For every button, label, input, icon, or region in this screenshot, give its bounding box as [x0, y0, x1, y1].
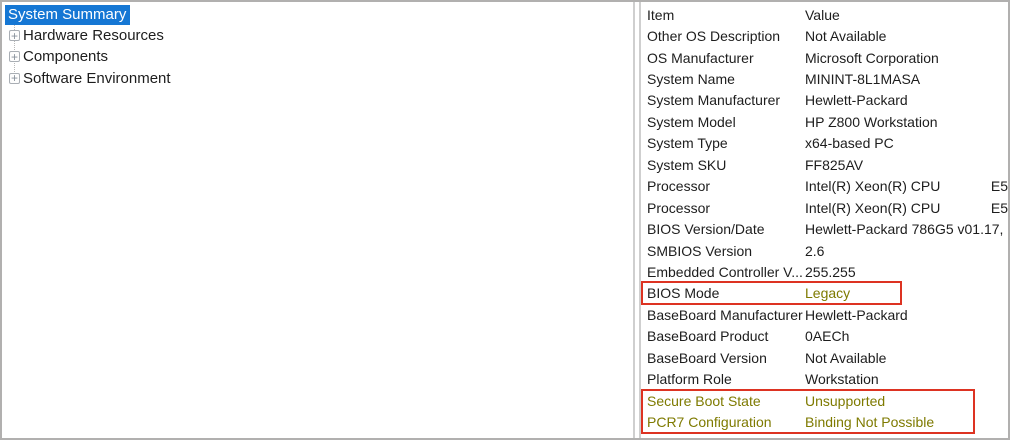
detail-item-label: BaseBoard Version [647, 349, 767, 366]
detail-row-processor[interactable]: Processor Intel(R) Xeon(R) CPU E5506 [641, 176, 1008, 197]
detail-item-value: x64-based PC [805, 135, 894, 152]
value-column-header: Value [805, 6, 840, 23]
detail-row-baseboard-manufacturer[interactable]: BaseBoard Manufacturer Hewlett-Packard [641, 304, 1008, 325]
item-column-header: Item [647, 6, 675, 23]
detail-item-label: OS Manufacturer [647, 49, 754, 66]
detail-row-other-os-description[interactable]: Other OS Description Not Available [641, 25, 1008, 46]
category-tree-pane: System Summary + Hardware Resources + Co… [2, 2, 635, 438]
detail-item-label: Embedded Controller V... [647, 263, 803, 280]
detail-row-system-type[interactable]: System Type x64-based PC [641, 133, 1008, 154]
detail-item-value: Intel(R) Xeon(R) CPU E5506 [805, 199, 1008, 216]
detail-item-value: FF825AV [805, 156, 864, 173]
column-headers: Item Value [641, 4, 1008, 25]
detail-item-value: Hewlett-Packard 786G5 v01.17, 8/ [805, 221, 1008, 238]
detail-item-label: System Type [647, 135, 728, 152]
tree-item-components[interactable]: + Components [4, 46, 633, 67]
detail-item-label: Processor [647, 178, 711, 195]
detail-item-label: System Name [647, 71, 735, 88]
detail-item-value: Unsupported [805, 392, 886, 409]
detail-item-label: Secure Boot State [647, 392, 761, 409]
detail-row-bios-mode[interactable]: BIOS Mode Legacy [641, 283, 1008, 304]
expand-plus-icon[interactable]: + [9, 28, 20, 43]
details-rows: Other OS Description Not Available OS Ma… [641, 25, 1008, 434]
detail-item-value: Not Available [805, 349, 887, 366]
detail-item-label: Platform Role [647, 371, 732, 388]
detail-item-label: System SKU [647, 156, 727, 173]
tree-item-label: Hardware Resources [23, 27, 164, 45]
detail-row-baseboard-product[interactable]: BaseBoard Product 0AECh [641, 326, 1008, 347]
detail-item-value: Legacy [805, 285, 851, 302]
detail-item-value: Microsoft Corporation [805, 49, 939, 66]
detail-item-label: Other OS Description [647, 28, 781, 45]
detail-item-label: BaseBoard Product [647, 328, 769, 345]
details-pane: Item Value Other OS Description Not Avai… [639, 2, 1008, 438]
detail-row-system-manufacturer[interactable]: System Manufacturer Hewlett-Packard [641, 90, 1008, 111]
detail-item-label: PCR7 Configuration [647, 414, 772, 431]
detail-item-label: System Manufacturer [647, 92, 781, 109]
detail-row-os-manufacturer[interactable]: OS Manufacturer Microsoft Corporation [641, 47, 1008, 68]
detail-row-pcr7-configuration[interactable]: PCR7 Configuration Binding Not Possible [641, 411, 1008, 432]
detail-row-processor[interactable]: Processor Intel(R) Xeon(R) CPU E5506 [641, 197, 1008, 218]
detail-row-platform-role[interactable]: Platform Role Workstation [641, 368, 1008, 389]
detail-item-label: BIOS Version/Date [647, 221, 765, 238]
detail-item-value: Binding Not Possible [805, 414, 935, 431]
detail-item-label: BaseBoard Manufacturer [647, 306, 803, 323]
detail-row-bios-version-date[interactable]: BIOS Version/Date Hewlett-Packard 786G5 … [641, 218, 1008, 239]
detail-item-value: MININT-8L1MASA [805, 71, 921, 88]
detail-row-baseboard-version[interactable]: BaseBoard Version Not Available [641, 347, 1008, 368]
expand-plus-icon[interactable]: + [9, 49, 20, 64]
tree-item-label: System Summary [5, 4, 131, 25]
detail-item-label: Processor [647, 199, 711, 216]
tree-item-software-environment[interactable]: + Software Environment [4, 68, 633, 89]
detail-item-value: 255.255 [805, 263, 856, 280]
detail-row-smbios-version[interactable]: SMBIOS Version 2.6 [641, 240, 1008, 261]
tree-item-system-summary[interactable]: System Summary [4, 4, 633, 25]
tree-item-label: Software Environment [23, 69, 171, 87]
pane-divider[interactable] [635, 2, 639, 438]
detail-item-value: Hewlett-Packard [805, 306, 908, 323]
detail-row-embedded-controller-v[interactable]: Embedded Controller V... 255.255 [641, 261, 1008, 282]
detail-item-value: 0AECh [805, 328, 850, 345]
detail-item-label: System Model [647, 113, 736, 130]
detail-row-system-name[interactable]: System Name MININT-8L1MASA [641, 68, 1008, 89]
detail-row-system-sku[interactable]: System SKU FF825AV [641, 154, 1008, 175]
detail-row-system-model[interactable]: System Model HP Z800 Workstation [641, 111, 1008, 132]
detail-item-value: Not Available [805, 28, 887, 45]
detail-item-label: BIOS Mode [647, 285, 720, 302]
expand-plus-icon[interactable]: + [9, 71, 20, 86]
detail-item-value: Intel(R) Xeon(R) CPU E5506 [805, 178, 1008, 195]
detail-item-value: Workstation [805, 371, 879, 388]
detail-row-secure-boot-state[interactable]: Secure Boot State Unsupported [641, 390, 1008, 411]
detail-item-value: 2.6 [805, 242, 825, 259]
tree-item-hardware-resources[interactable]: + Hardware Resources [4, 25, 633, 46]
detail-item-label: SMBIOS Version [647, 242, 753, 259]
category-tree: System Summary + Hardware Resources + Co… [4, 4, 633, 89]
detail-item-value: Hewlett-Packard [805, 92, 908, 109]
detail-item-value: HP Z800 Workstation [805, 113, 938, 130]
tree-item-label: Components [23, 48, 109, 66]
